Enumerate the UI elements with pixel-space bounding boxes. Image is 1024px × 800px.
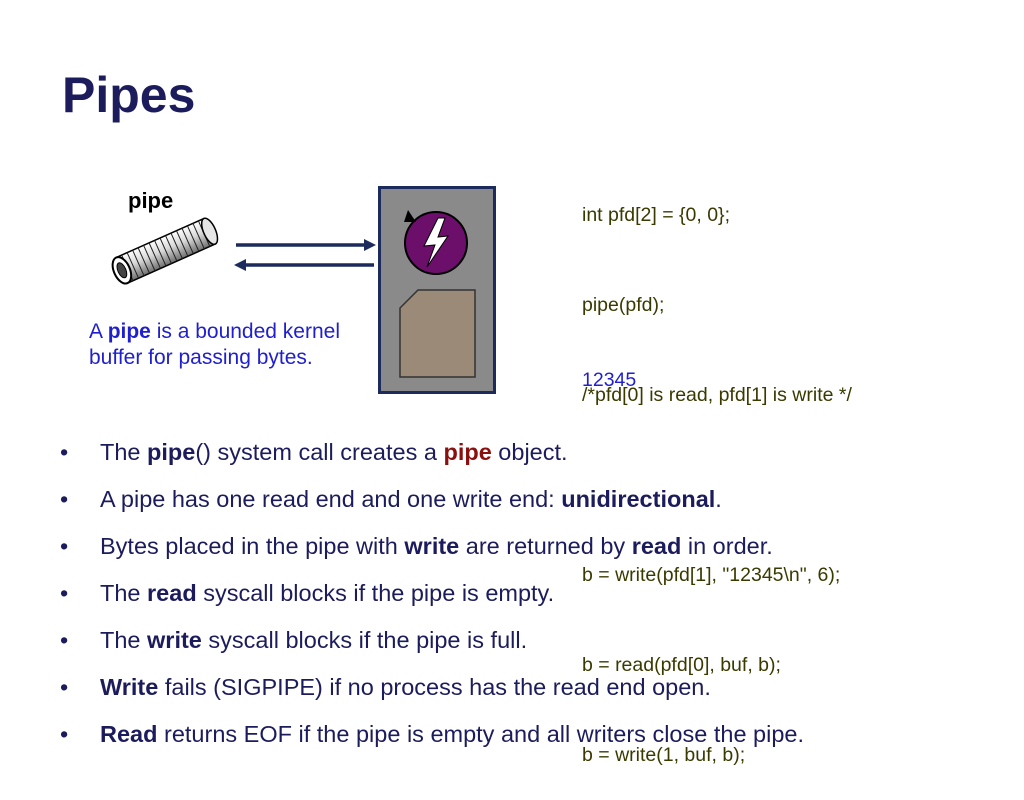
code-line: /*pfd[0] is read, pfd[1] is write */	[582, 384, 852, 406]
desc-pipe-term: pipe	[107, 320, 151, 343]
pipe-label: pipe	[128, 188, 174, 213]
bullet-term-highlight: pipe	[443, 439, 492, 465]
desc-text-2: is a bounded kernel buffer for passing b…	[89, 320, 340, 369]
bullet-term: write	[404, 533, 460, 559]
desc-text-1: A	[89, 320, 108, 343]
bullet-marker: •	[60, 486, 69, 512]
bullet-term: Write	[100, 674, 159, 700]
bullet-item: • The pipe() system call creates a pipe …	[56, 430, 804, 477]
bullet-marker: •	[60, 721, 69, 747]
bullet-text: object.	[491, 439, 568, 465]
slide-title: Pipes	[62, 67, 196, 123]
direction-arrows	[234, 239, 376, 271]
code-line: int pfd[2] = {0, 0};	[582, 204, 730, 226]
bullet-text: in order.	[681, 533, 773, 559]
bullet-marker: •	[60, 533, 69, 559]
left-arrow-icon	[234, 259, 374, 271]
bullet-text: syscall blocks if the pipe is empty.	[196, 580, 555, 606]
bullet-text: fails (SIGPIPE) if no process has the re…	[158, 674, 711, 700]
bullet-term: Read	[100, 721, 158, 747]
bullet-marker: •	[60, 674, 69, 700]
bullet-term: read	[631, 533, 682, 559]
pipe-icon	[111, 217, 219, 285]
bullet-item: • Read returns EOF if the pipe is empty …	[56, 712, 804, 759]
right-arrow-icon	[236, 239, 376, 251]
code-line: b = read(pfd[0], buf, b);	[582, 654, 781, 676]
bullet-text: .	[715, 486, 722, 512]
bullet-item: • A pipe has one read end and one write …	[56, 477, 804, 524]
bullet-item: • The read syscall blocks if the pipe is…	[56, 571, 804, 618]
bullet-term: unidirectional	[561, 486, 716, 512]
code-line: b = write(pfd[1], "12345\n", 6);	[582, 564, 841, 586]
bullet-list: • The pipe() system call creates a pipe …	[56, 430, 804, 759]
bullet-text: A pipe has one read end and one write en…	[100, 486, 562, 512]
bullet-marker: •	[60, 439, 69, 465]
bullet-text: are returned by	[459, 533, 632, 559]
bullet-text: syscall blocks if the pipe is full.	[201, 627, 528, 653]
program-output: 12345	[582, 369, 637, 391]
bullet-marker: •	[60, 580, 69, 606]
bullet-item: • Write fails (SIGPIPE) if no process ha…	[56, 665, 804, 712]
bullet-marker: •	[60, 627, 69, 653]
pipe-description: A pipe is a bounded kernel buffer for pa…	[89, 319, 349, 371]
code-block: int pfd[2] = {0, 0}; pipe(pfd); /*pfd[0]…	[582, 140, 852, 800]
buffer-icon	[399, 289, 476, 378]
bullet-text: The	[100, 439, 148, 465]
bullet-item: • The write syscall blocks if the pipe i…	[56, 618, 804, 665]
bullet-text: () system call creates a	[195, 439, 444, 465]
bullet-term: read	[147, 580, 197, 606]
code-line: pipe(pfd);	[582, 294, 665, 316]
bullet-term: pipe	[147, 439, 196, 465]
bullet-text: Bytes placed in the pipe with	[100, 533, 405, 559]
process-box	[378, 186, 496, 394]
code-line: b = write(1, buf, b);	[582, 744, 746, 766]
bullet-text: returns EOF if the pipe is empty and all…	[157, 721, 805, 747]
bullet-text: The	[100, 627, 148, 653]
bullet-term: write	[147, 627, 202, 653]
lightning-icon	[404, 210, 468, 275]
bullet-item: • Bytes placed in the pipe with write ar…	[56, 524, 804, 571]
bullet-text: The	[100, 580, 148, 606]
